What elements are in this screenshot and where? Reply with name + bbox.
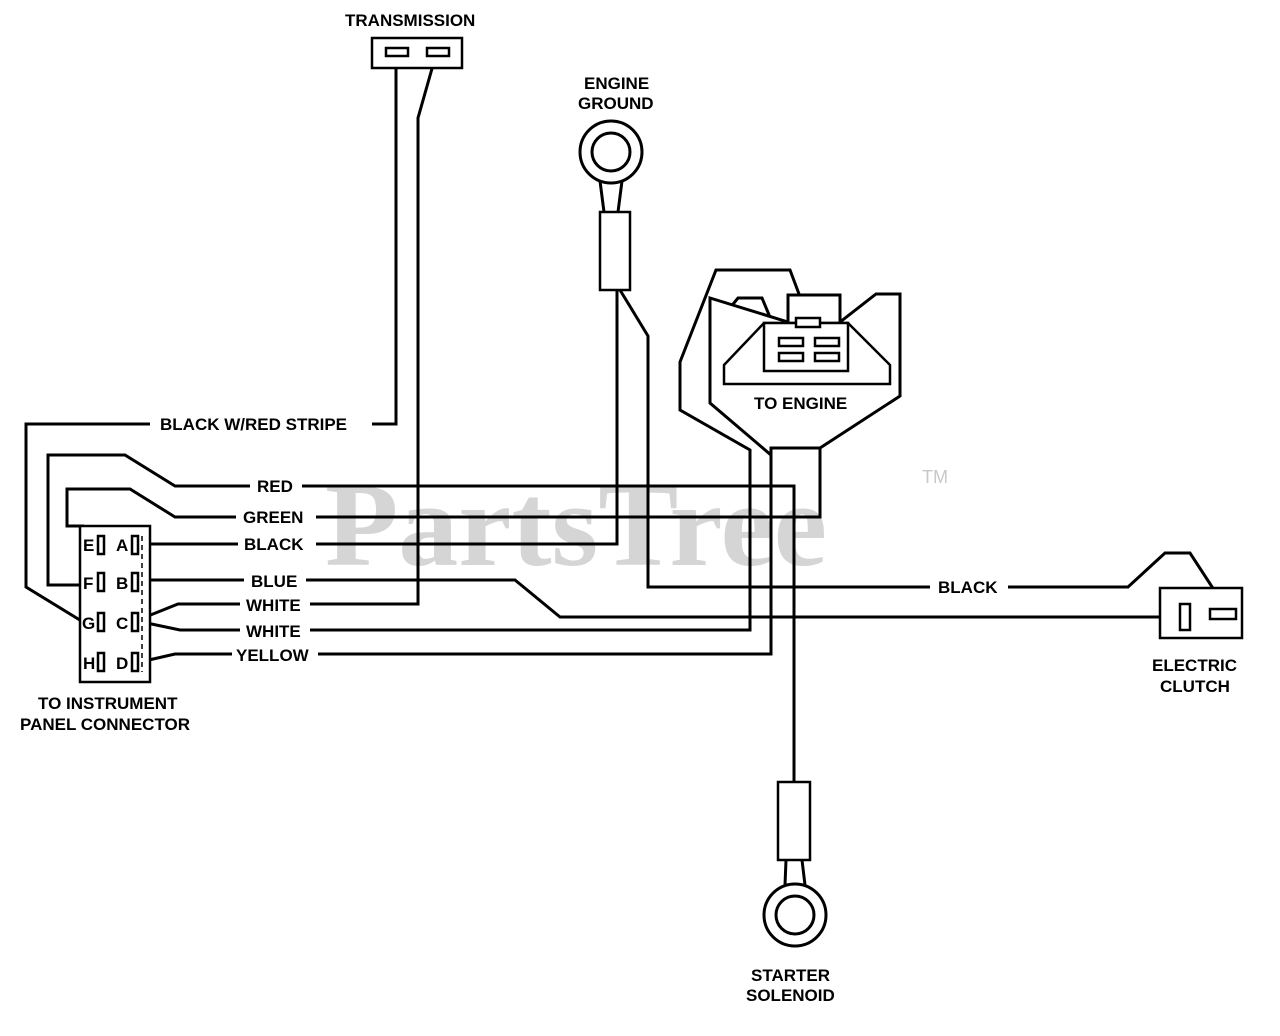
wire-blue (140, 578, 1178, 619)
transmission-connector (370, 36, 464, 70)
pin-e: E (83, 536, 94, 555)
watermark: PartsTree (325, 458, 827, 591)
instrument-panel-connector (78, 524, 152, 684)
to-engine-label: TO ENGINE (754, 394, 847, 413)
wire-black-a (140, 290, 619, 546)
wire-white-transmission (137, 57, 437, 622)
transmission-label: TRANSMISSION (345, 11, 475, 30)
starter-solenoid-label-1: STARTER (751, 966, 830, 985)
pin-d: D (116, 654, 128, 673)
pin-b: B (116, 574, 128, 593)
wire-green (65, 448, 822, 528)
instrument-panel-label-2: PANEL CONNECTOR (20, 715, 190, 734)
pin-h: H (83, 654, 95, 673)
watermark-tm: TM (922, 467, 948, 487)
pin-g: G (82, 614, 95, 633)
wire-label-black: BLACK (244, 535, 304, 554)
starter-solenoid-terminal (762, 780, 828, 948)
pin-f: F (83, 574, 93, 593)
instrument-panel-label-1: TO INSTRUMENT (38, 694, 178, 713)
wire-black-clutch (618, 289, 1220, 597)
pin-a: A (116, 536, 128, 555)
starter-solenoid-label-2: SOLENOID (746, 986, 835, 1005)
electric-clutch-label-1: ELECTRIC (1152, 656, 1237, 675)
engine-ground-terminal (578, 119, 644, 292)
wire-label-green: GREEN (243, 508, 303, 527)
wire-black-red-stripe (24, 58, 398, 627)
wire-label-red: RED (257, 477, 293, 496)
wire-white-engine (141, 268, 810, 632)
wire-label-yellow: YELLOW (236, 646, 310, 665)
wire-label-white-1: WHITE (246, 596, 301, 615)
electric-clutch-connector (1158, 586, 1244, 640)
wire-label-white-2: WHITE (246, 622, 301, 641)
wire-label-blue: BLUE (251, 572, 297, 591)
engine-ground-label-1: ENGINE (584, 74, 649, 93)
engine-ground-label-2: GROUND (578, 94, 654, 113)
wire-label-black-red-stripe: BLACK W/RED STRIPE (160, 415, 347, 434)
engine-connector (708, 292, 902, 459)
wire-red (46, 453, 796, 782)
pin-c: C (116, 614, 128, 633)
wire-label-black-clutch: BLACK (938, 578, 998, 597)
electric-clutch-label-2: CLUTCH (1160, 677, 1230, 696)
